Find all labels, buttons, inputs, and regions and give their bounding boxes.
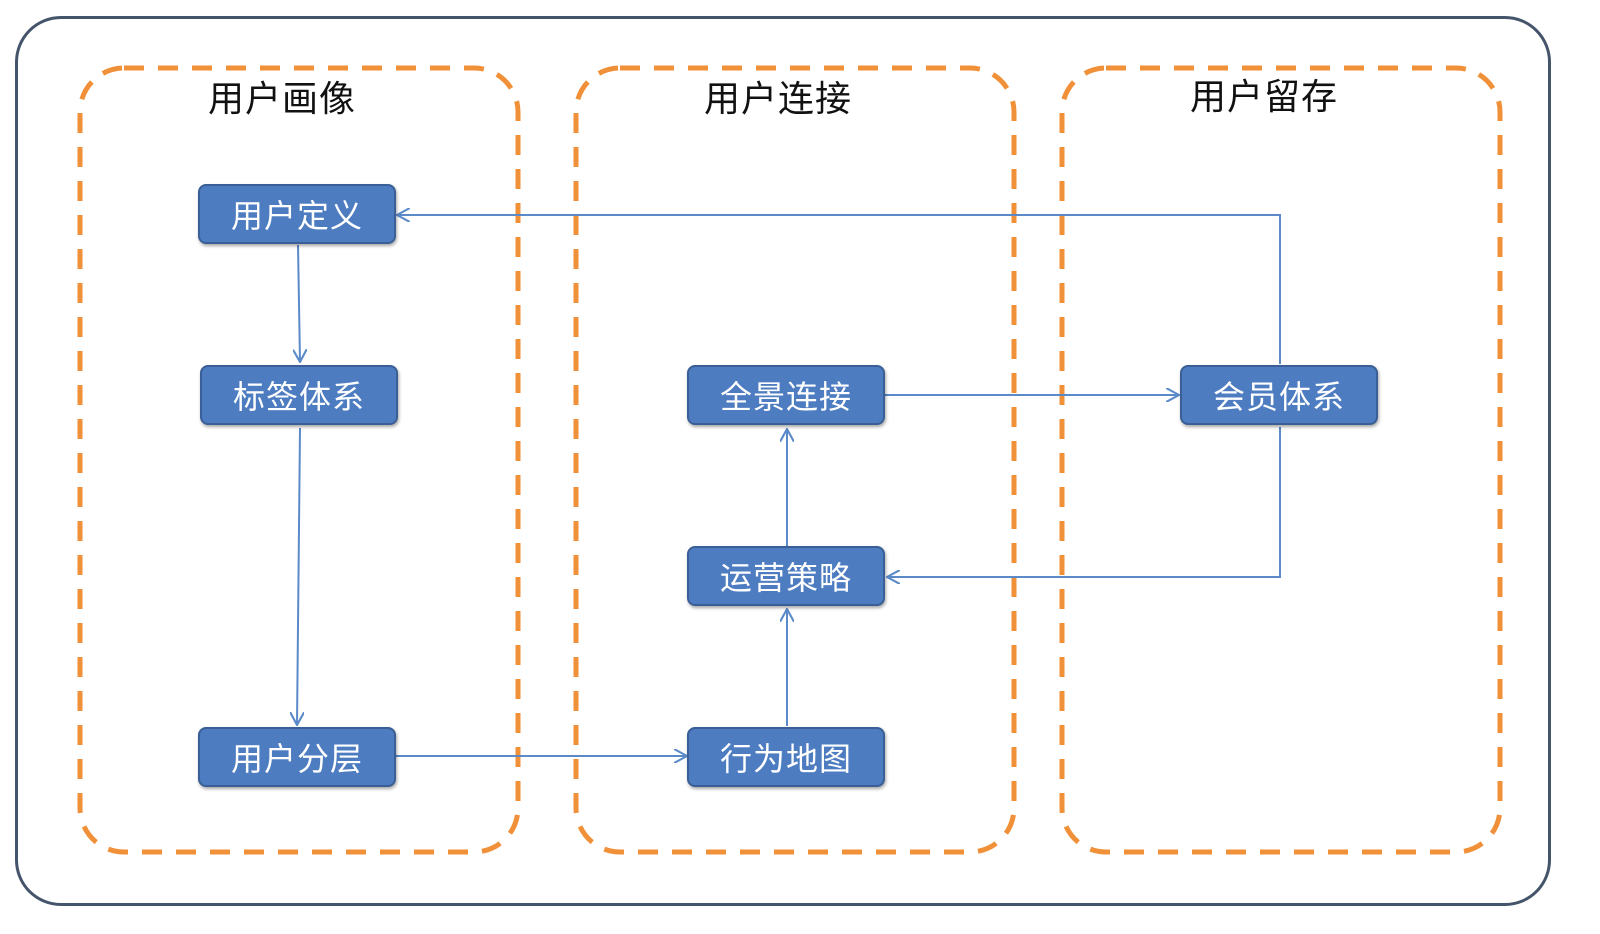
group-title-retention: 用户留存 xyxy=(1189,77,1338,118)
node-full-connection[interactable]: 全景连接 xyxy=(687,365,885,425)
group-title-connection: 用户连接 xyxy=(703,79,852,120)
node-tag-system[interactable]: 标签体系 xyxy=(200,365,398,425)
node-operation-strategy[interactable]: 运营策略 xyxy=(687,546,885,606)
node-user-segmentation[interactable]: 用户分层 xyxy=(198,727,396,787)
group-title-portrait: 用户画像 xyxy=(207,79,356,120)
node-user-definition[interactable]: 用户定义 xyxy=(198,184,396,244)
node-behavior-map[interactable]: 行为地图 xyxy=(687,727,885,787)
node-membership-system[interactable]: 会员体系 xyxy=(1180,365,1378,425)
